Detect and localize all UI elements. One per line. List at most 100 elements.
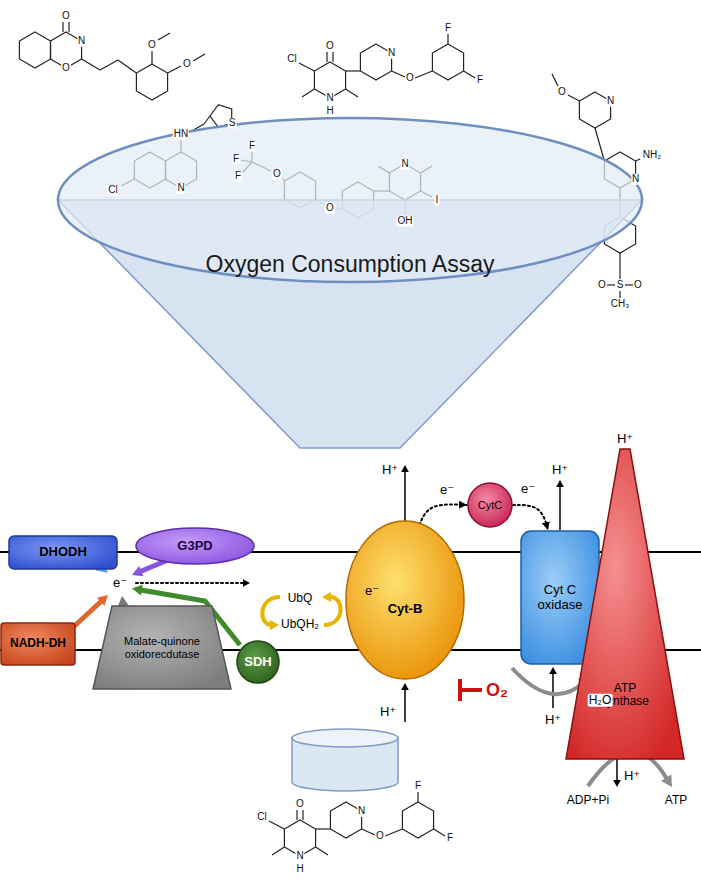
chemical-bond xyxy=(272,847,284,855)
chemical-bond xyxy=(417,792,418,802)
node-text: G3PD xyxy=(177,539,212,553)
node-text: Cyt C oxidase xyxy=(525,583,595,612)
inhibition-bar xyxy=(458,679,462,701)
chemical-bond xyxy=(552,74,558,86)
atom-label: F xyxy=(234,171,242,182)
chemical-bond xyxy=(346,89,358,97)
chemical-bond xyxy=(62,22,63,32)
node-outline xyxy=(93,606,231,689)
atom-label: S xyxy=(228,118,237,129)
nadh-arrow-head xyxy=(97,595,108,606)
malate-arrow-head xyxy=(118,596,129,607)
proton-arrow xyxy=(552,672,554,708)
oxygen-label: O₂ xyxy=(485,681,509,700)
atom-label: N xyxy=(606,96,615,107)
atom-label: O xyxy=(325,41,335,52)
atom-label: F xyxy=(414,781,422,792)
chemical-bond xyxy=(619,253,620,279)
chemical-ring xyxy=(136,64,167,100)
atom-label: N xyxy=(400,159,409,170)
node-outline xyxy=(566,449,684,759)
proton-label: H⁺ xyxy=(616,432,634,446)
chemical-bond xyxy=(434,829,445,836)
node-text: NADH-DH xyxy=(10,637,66,650)
atom-label: O xyxy=(147,40,157,51)
chemical-bond xyxy=(346,70,361,71)
chemical-bond xyxy=(168,66,181,73)
chemical-ring xyxy=(432,44,463,80)
proton-arrow-head xyxy=(549,667,557,674)
dhodh-box: DHODH xyxy=(8,535,118,570)
proton-label: H⁺ xyxy=(544,713,562,727)
atp-synthase-triangle: ATP synthase xyxy=(565,448,685,760)
cytc-circle: CytC xyxy=(467,482,513,528)
inhibition-bar xyxy=(462,688,482,692)
atom-label: F xyxy=(444,23,452,34)
atom-label: Cl xyxy=(286,54,297,65)
electron-path xyxy=(136,582,245,584)
chemical-bond xyxy=(385,829,402,836)
chemical-bond xyxy=(193,54,205,61)
edge-label: e⁻ xyxy=(439,483,455,497)
atom-label: I xyxy=(435,195,440,206)
proton-label: H⁺ xyxy=(623,769,641,783)
node-shape xyxy=(345,520,465,680)
chemical-bond xyxy=(151,51,152,64)
chemical-bond xyxy=(269,821,284,829)
atom-label: F xyxy=(248,141,256,152)
node-text: Oxygen Consumption Assay xyxy=(206,252,495,277)
ubq-cycle-arrow xyxy=(324,597,341,625)
chemical-bond xyxy=(316,847,328,855)
edge-label: e⁻ xyxy=(520,482,536,496)
ubq-cycle-head xyxy=(270,620,279,630)
ubq-cycle-head xyxy=(322,592,331,602)
chemical-bond xyxy=(568,95,579,101)
atom-label: N xyxy=(357,806,366,817)
chemical-bond xyxy=(606,284,615,285)
chemical-ring xyxy=(402,802,433,838)
node-text: e⁻ xyxy=(365,584,379,598)
atom-label: H xyxy=(325,106,334,117)
atom-label: O xyxy=(272,169,282,180)
atom-label: F xyxy=(232,154,240,165)
proton-label: H⁺ xyxy=(379,705,397,719)
atom-label: O xyxy=(405,73,415,84)
product-label: ATP xyxy=(664,794,688,807)
chemical-bond xyxy=(636,159,640,161)
atom-label: N xyxy=(631,174,640,185)
atom-label: O xyxy=(633,280,643,291)
atom-label: F xyxy=(476,75,484,86)
node-outline xyxy=(468,483,512,527)
ubiquinone-label: UbQ xyxy=(287,592,314,605)
atom-label: Cl xyxy=(107,185,118,196)
node-shape xyxy=(50,110,650,450)
node-text: CytC xyxy=(478,499,502,511)
atom-label: N xyxy=(325,93,334,104)
node-outline xyxy=(136,528,254,564)
chemical-bond xyxy=(415,71,432,78)
node-text: SDH xyxy=(244,655,271,669)
atom-label: OH xyxy=(397,216,414,227)
water-label: H₂O xyxy=(588,694,613,707)
chemical-bond xyxy=(619,291,620,298)
chemical-bond xyxy=(362,829,375,835)
g3pd-arrow-head xyxy=(132,566,143,576)
atom-label: O xyxy=(597,280,607,291)
electron-path-head xyxy=(243,579,250,587)
proton-arrow-head xyxy=(401,465,409,472)
proton-arrow-head xyxy=(556,480,564,487)
atom-label: N xyxy=(176,183,185,194)
atom-label: F xyxy=(446,833,454,844)
sdh-arrow-head xyxy=(132,585,143,596)
chemical-bond xyxy=(204,116,210,124)
proton-arrow xyxy=(404,688,406,722)
malate-trapezoid: Malate-quinone oxidorecdutase xyxy=(92,605,232,690)
atom-label: O xyxy=(295,799,305,810)
node-shape xyxy=(565,448,685,760)
atom-label: N xyxy=(77,36,86,47)
node-outline xyxy=(1,623,75,665)
chemical-bond xyxy=(299,63,314,71)
node-text: DHODH xyxy=(39,545,87,559)
proton-arrow xyxy=(559,485,561,530)
